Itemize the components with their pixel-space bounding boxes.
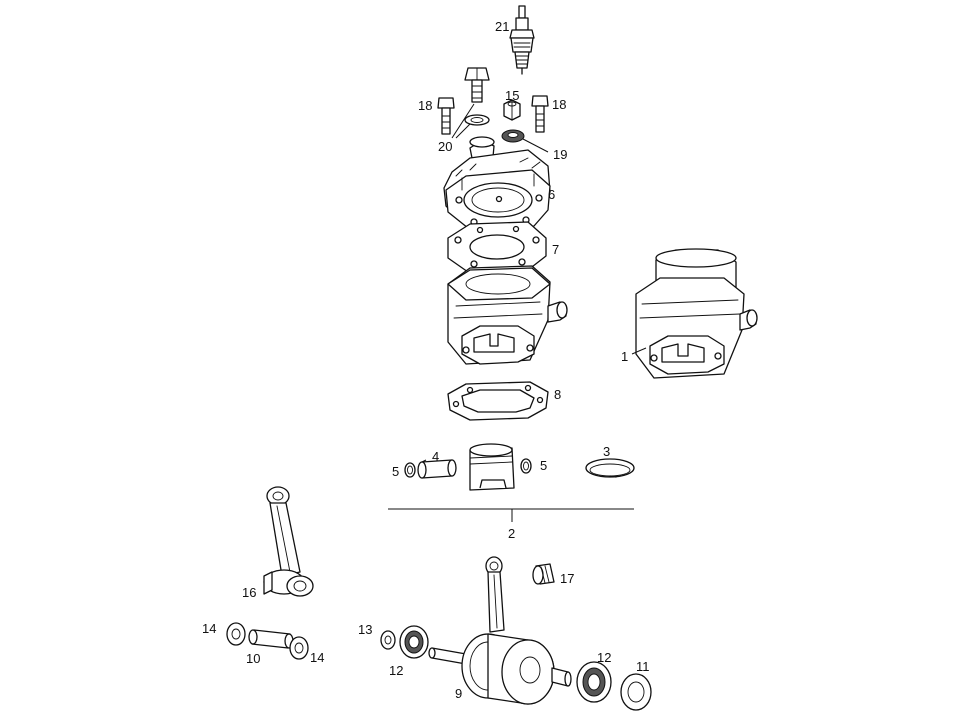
piston-kit [388, 443, 635, 522]
label-shim-left: 14 [202, 621, 216, 636]
bolt-right [531, 95, 549, 133]
label-nut: 15 [505, 88, 519, 103]
cylinder-assembly [631, 248, 758, 379]
label-cylinder-head: 6 [548, 187, 555, 202]
main-bearing-right [576, 661, 612, 703]
label-oil-seal-left: 13 [358, 622, 372, 637]
spark-plug [509, 5, 535, 75]
label-crank-pin: 10 [246, 651, 260, 666]
label-cylinder-assembly: 1 [621, 349, 628, 364]
main-bearing-left [399, 625, 429, 659]
shim-left [226, 622, 246, 646]
label-crankshaft: 9 [455, 686, 462, 701]
needle-bearing [532, 563, 555, 585]
oil-seal-right [620, 673, 652, 711]
label-water-fitting: 20 [438, 139, 452, 154]
part-number-labels: 21 18 15 18 20 19 6 7 1 8 3 4 5 5 2 16 1… [202, 19, 650, 701]
label-bolt-right: 18 [552, 97, 566, 112]
water-fitting [451, 67, 490, 139]
crank-pin [248, 629, 294, 649]
label-piston-pin: 4 [432, 449, 439, 464]
label-spark-plug: 21 [495, 19, 509, 34]
label-base-gasket: 8 [554, 387, 561, 402]
base-gasket [447, 381, 549, 421]
cylinder-head [443, 136, 551, 229]
label-piston-ring: 3 [603, 444, 610, 459]
oil-seal-left [380, 630, 396, 650]
label-shim-right: 14 [310, 650, 324, 665]
head-gasket [447, 221, 547, 273]
label-head-gasket: 7 [552, 242, 559, 257]
label-connecting-rod: 16 [242, 585, 256, 600]
label-bearing-left: 12 [389, 663, 403, 678]
label-needle-bearing: 17 [560, 571, 574, 586]
label-circlip-right: 5 [540, 458, 547, 473]
bolt-left [437, 97, 455, 135]
shim-right [289, 636, 309, 660]
label-piston-kit: 2 [508, 526, 515, 541]
label-circlip-left: 5 [392, 464, 399, 479]
cylinder-exploded [447, 265, 568, 365]
label-bearing-right: 12 [597, 650, 611, 665]
label-oil-seal-right: 11 [636, 659, 650, 674]
head-nut [503, 99, 521, 121]
crankshaft [428, 556, 572, 705]
label-bolt-left: 18 [418, 98, 432, 113]
sealing-washer [501, 129, 549, 153]
label-sealing-washer: 19 [553, 147, 567, 162]
connecting-rod [263, 486, 314, 597]
